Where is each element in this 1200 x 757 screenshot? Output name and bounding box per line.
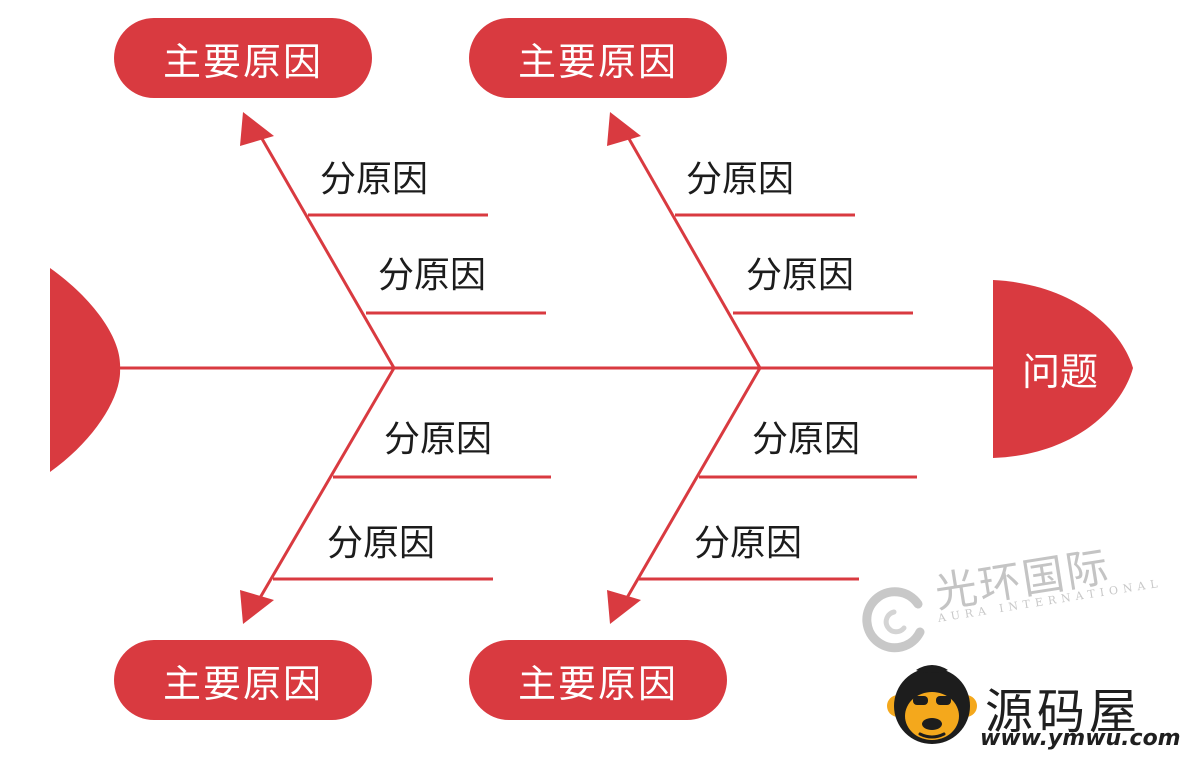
aura-logo-icon (862, 587, 925, 653)
sub-cause-label: 分原因 (694, 523, 803, 564)
site-brand-url: www.ymwu.com (980, 726, 1181, 751)
bone-upper-left (255, 129, 396, 369)
sub-cause-label: 分原因 (384, 419, 493, 460)
main-cause-lower-left: 主要原因 (114, 640, 372, 720)
problem-label: 问题 (1021, 349, 1098, 394)
bone-lower-right (622, 367, 762, 604)
bone-upper-right (622, 129, 762, 369)
fish-head (993, 280, 1133, 458)
fish-tail (50, 268, 121, 472)
bone-lower-left (255, 367, 396, 604)
monkey-logo-icon (887, 665, 977, 744)
main-cause-lower-right: 主要原因 (469, 640, 727, 720)
arrow-upper-right (607, 112, 641, 146)
main-cause-upper-right: 主要原因 (469, 18, 727, 98)
sub-cause-label: 分原因 (320, 159, 429, 200)
sub-cause-label: 分原因 (378, 255, 487, 296)
sub-cause-label: 分原因 (327, 523, 436, 564)
sub-cause-label: 分原因 (746, 255, 855, 296)
arrow-upper-left (240, 112, 274, 146)
sub-cause-label: 分原因 (752, 419, 861, 460)
site-brand-name: 源码屋 (985, 684, 1142, 740)
main-cause-upper-left: 主要原因 (114, 18, 372, 98)
sub-cause-label: 分原因 (686, 159, 795, 200)
arrow-lower-left (240, 590, 274, 624)
arrow-lower-right (607, 590, 641, 624)
